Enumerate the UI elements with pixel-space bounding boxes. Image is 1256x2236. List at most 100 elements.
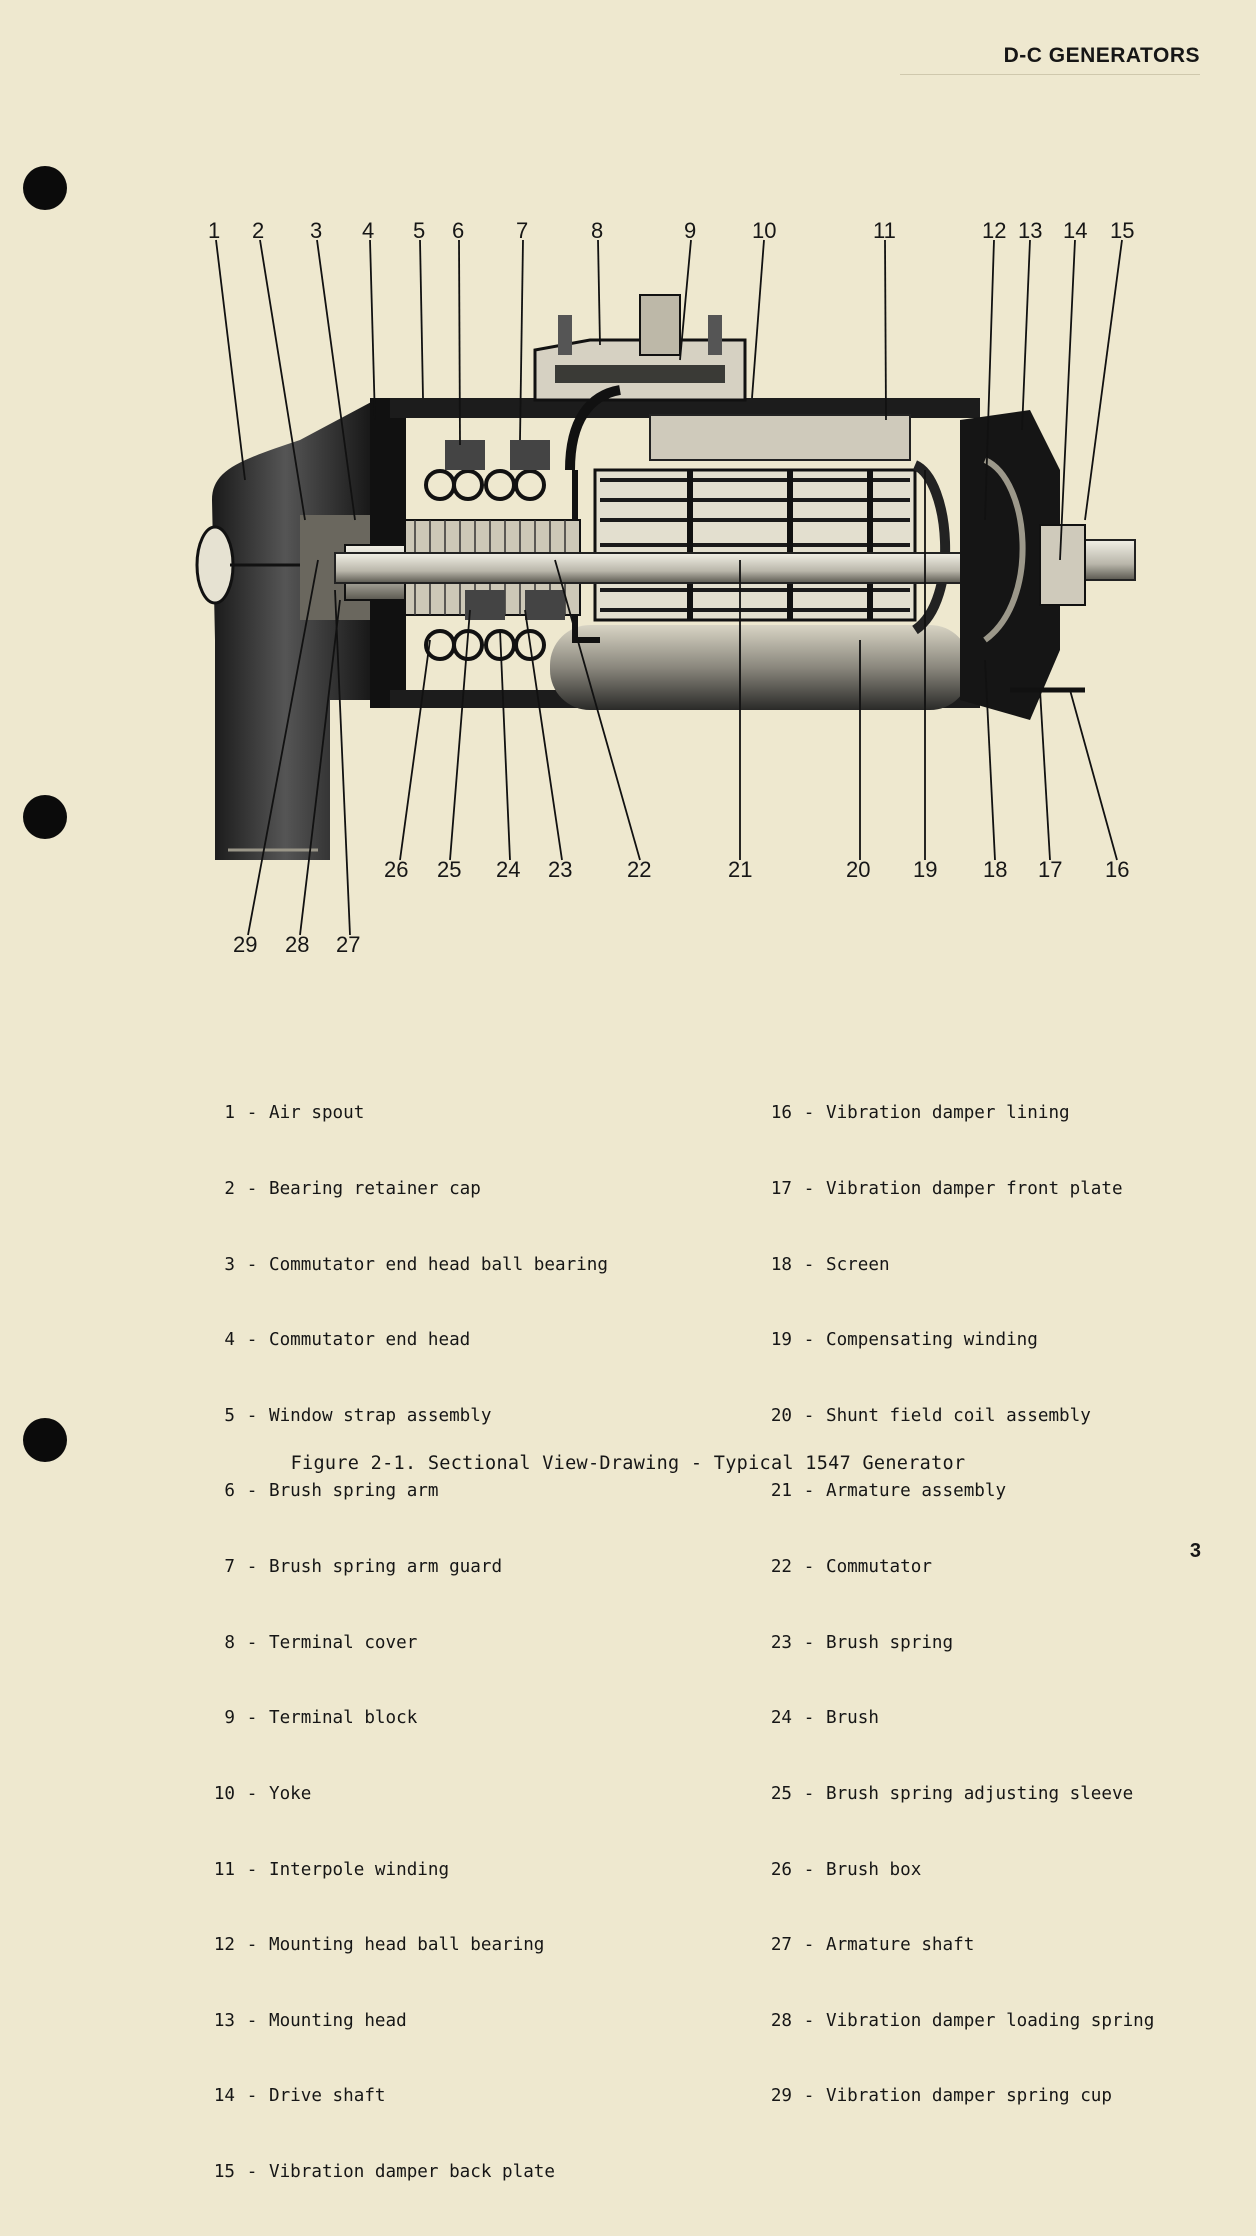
- legend-label: Armature assembly: [826, 1481, 1007, 1502]
- legend-label: Interpole winding: [269, 1859, 450, 1880]
- document-page: D-C GENERATORS: [23, 44, 1201, 2182]
- legend-label: Brush: [826, 1708, 879, 1729]
- callout-number: 19: [913, 857, 938, 882]
- legend-number: 2: [224, 1179, 235, 1200]
- legend-label: Vibration damper loading spring: [826, 2010, 1155, 2031]
- legend-label: Screen: [826, 1254, 890, 1275]
- legend-number: 13: [213, 2010, 235, 2031]
- legend-item: 7-Brush spring arm guard: [205, 1555, 608, 1580]
- legend-number: 1: [224, 1103, 235, 1124]
- legend-item: 20-Shunt field coil assembly: [762, 1404, 1154, 1429]
- figure-callouts: 1 2 3 4 5 6 7 8 9 10 11 12 13 14 15 16 1…: [208, 218, 1135, 957]
- legend-label: Vibration damper spring cup: [826, 2086, 1112, 2107]
- legend-number: 23: [770, 1632, 792, 1653]
- legend-label: Mounting head: [269, 2010, 407, 2031]
- legend-item: 4-Commutator end head: [205, 1328, 608, 1353]
- callout-number: 6: [452, 218, 465, 243]
- legend-item: 6-Brush spring arm: [205, 1479, 608, 1504]
- legend-number: 4: [224, 1330, 235, 1351]
- legend-item: 9-Terminal block: [205, 1706, 608, 1731]
- callout-number: 5: [413, 218, 426, 243]
- legend-item: 22-Commutator: [762, 1555, 1154, 1580]
- figure-caption: Figure 2-1. Sectional View-Drawing - Typ…: [290, 1453, 966, 1474]
- legend-item: 25-Brush spring adjusting sleeve: [762, 1782, 1154, 1807]
- legend-label: Compensating winding: [826, 1330, 1038, 1351]
- legend-label: Bearing retainer cap: [269, 1179, 481, 1200]
- header-rule: [900, 74, 1200, 75]
- callout-number: 21: [728, 857, 753, 882]
- legend-label: Terminal block: [269, 1708, 418, 1729]
- legend-item: 5-Window strap assembly: [205, 1404, 608, 1429]
- callout-number: 9: [684, 218, 697, 243]
- legend-label: Commutator end head ball bearing: [269, 1254, 608, 1275]
- legend-number: 12: [213, 1935, 235, 1956]
- callout-number: 3: [310, 218, 323, 243]
- generator-sectional-drawing: [195, 239, 1136, 936]
- legend-item: 2-Bearing retainer cap: [205, 1177, 608, 1202]
- legend-number: 29: [770, 2086, 792, 2107]
- legend-item: 29-Vibration damper spring cup: [762, 2084, 1154, 2109]
- legend-number: 18: [770, 1254, 792, 1275]
- legend-label: Brush spring adjusting sleeve: [826, 1783, 1134, 1804]
- section-header: D-C GENERATORS: [1003, 44, 1200, 67]
- legend-number: 11: [213, 1859, 235, 1880]
- legend-label: Vibration damper back plate: [269, 2161, 555, 2182]
- callout-number: 20: [846, 857, 871, 882]
- legend-item: 14-Drive shaft: [205, 2084, 608, 2109]
- callout-number: 2: [252, 218, 265, 243]
- callout-number: 17: [1038, 857, 1063, 882]
- callout-number: 27: [336, 932, 361, 957]
- callout-number: 4: [362, 218, 375, 243]
- callout-number: 10: [752, 218, 777, 243]
- legend-label: Commutator: [826, 1557, 932, 1578]
- callout-number: 22: [627, 857, 652, 882]
- legend-number: 6: [224, 1481, 235, 1502]
- legend-item: 17-Vibration damper front plate: [762, 1177, 1154, 1202]
- legend-label: Yoke: [269, 1783, 312, 1804]
- legend-number: 15: [213, 2161, 235, 2182]
- legend-number: 16: [770, 1103, 792, 1124]
- binder-hole-top: [23, 166, 67, 210]
- legend-number: 21: [770, 1481, 792, 1502]
- legend-number: 5: [224, 1405, 235, 1426]
- legend-item: 11-Interpole winding: [205, 1858, 608, 1883]
- legend-number: 14: [213, 2086, 235, 2107]
- callout-number: 28: [285, 932, 310, 957]
- yoke-housing: [390, 398, 980, 710]
- legend-number: 24: [770, 1708, 792, 1729]
- callout-number: 11: [873, 218, 896, 243]
- legend-label: Mounting head ball bearing: [269, 1935, 545, 1956]
- callout-number: 12: [982, 218, 1007, 243]
- legend-right-column: 16-Vibration damper lining 17-Vibration …: [762, 1051, 1155, 2160]
- callout-number: 15: [1110, 218, 1135, 243]
- legend-number: 25: [770, 1783, 792, 1804]
- legend-number: 8: [224, 1632, 235, 1653]
- callout-number: 23: [548, 857, 573, 882]
- legend-number: 22: [770, 1557, 792, 1578]
- binder-hole-bottom: [23, 1418, 67, 1462]
- callout-number: 16: [1105, 857, 1130, 882]
- callout-number: 18: [983, 857, 1008, 882]
- legend-number: 19: [770, 1330, 792, 1351]
- legend-number: 28: [770, 2010, 792, 2031]
- binder-hole-middle: [23, 795, 67, 839]
- legend-left-column: 1-Air spout 2-Bearing retainer cap 3-Com…: [205, 1051, 608, 2236]
- legend-item: 27-Armature shaft: [762, 1933, 1154, 1958]
- legend-label: Brush spring arm: [269, 1481, 439, 1502]
- legend-item: 23-Brush spring: [762, 1631, 1154, 1656]
- legend-item: 12-Mounting head ball bearing: [205, 1933, 608, 1958]
- legend-item: 21-Armature assembly: [762, 1479, 1154, 1504]
- callout-number: 26: [384, 857, 409, 882]
- legend-item: 3-Commutator end head ball bearing: [205, 1253, 608, 1278]
- legend-number: 17: [770, 1179, 792, 1200]
- legend-label: Vibration damper front plate: [826, 1179, 1123, 1200]
- legend-item: 8-Terminal cover: [205, 1631, 608, 1656]
- legend-item: 19-Compensating winding: [762, 1328, 1154, 1353]
- legend-label: Terminal cover: [269, 1632, 418, 1653]
- legend-number: 20: [770, 1405, 792, 1426]
- legend-number: 3: [224, 1254, 235, 1275]
- legend-label: Brush spring: [826, 1632, 954, 1653]
- legend-number: 9: [224, 1708, 235, 1729]
- armature-assembly: [572, 460, 951, 643]
- legend-item: 18-Screen: [762, 1253, 1154, 1278]
